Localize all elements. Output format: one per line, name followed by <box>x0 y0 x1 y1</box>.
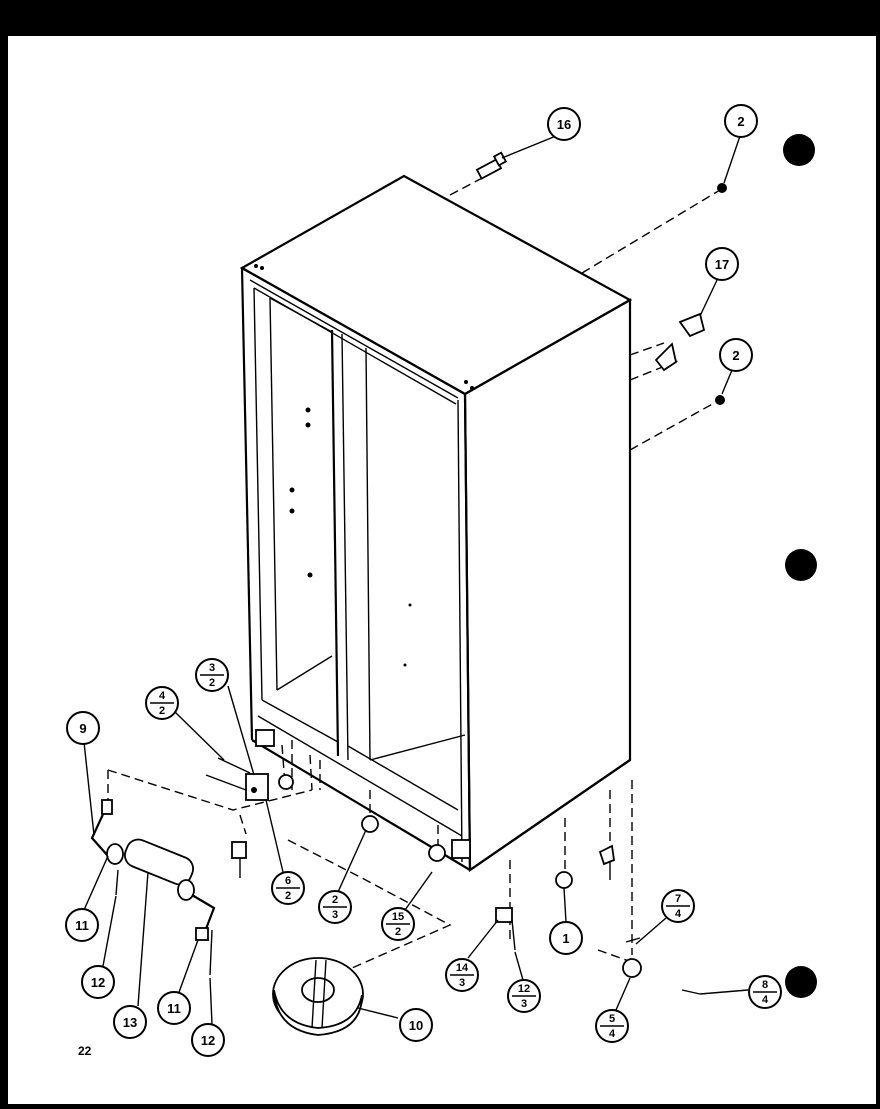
callout-12-right-label: 12 <box>201 1033 215 1048</box>
callout-9: 9 <box>66 711 100 745</box>
callout-2-top: 2 <box>724 104 758 138</box>
callout-8-over-4: 8 4 <box>748 975 782 1009</box>
callout-3-over-2: 3 2 <box>195 658 229 692</box>
page-number: 22 <box>78 1044 92 1058</box>
diagram-sheet <box>8 36 876 1104</box>
callout-16: 16 <box>547 107 581 141</box>
callout-7-4-bottom: 4 <box>675 908 682 920</box>
callout-15-over-2: 15 2 <box>381 907 415 941</box>
callout-10-label: 10 <box>409 1018 423 1033</box>
leader-lines <box>107 175 721 983</box>
callout-17-label: 17 <box>715 257 729 272</box>
callout-17: 17 <box>705 247 739 281</box>
callout-11-right: 11 <box>157 991 191 1025</box>
callout-1: 1 <box>549 921 583 955</box>
callout-6-2-top: 6 <box>285 875 291 887</box>
callout-12-3-top: 12 <box>518 983 530 995</box>
callout-6-over-2: 6 2 <box>271 871 305 905</box>
callout-14-3-bottom: 3 <box>459 977 465 989</box>
callout-11-left-label: 11 <box>75 918 89 933</box>
binder-hole-bottom <box>785 966 817 998</box>
callout-15-2-top: 15 <box>392 911 404 923</box>
callout-7-4-top: 7 <box>675 893 681 905</box>
callout-1-label: 1 <box>562 931 569 946</box>
callout-4-over-2: 4 2 <box>145 686 179 720</box>
callout-5-over-4: 5 4 <box>595 1009 629 1043</box>
callout-6-2-bottom: 2 <box>285 890 291 902</box>
callout-16-label: 16 <box>557 117 571 132</box>
callout-2-over-3: 2 3 <box>318 890 352 924</box>
callout-11-left: 11 <box>65 908 99 942</box>
binder-hole-top <box>783 134 815 166</box>
callout-12-3-bottom: 3 <box>521 998 527 1010</box>
callout-4-2-top: 4 <box>159 690 166 702</box>
callout-2-top-label: 2 <box>737 114 744 129</box>
callout-13-label: 13 <box>123 1015 137 1030</box>
callout-7-over-4: 7 4 <box>661 889 695 923</box>
callout-4-2-bottom: 2 <box>159 705 165 717</box>
callout-5-4-top: 5 <box>609 1013 615 1025</box>
callout-8-4-top: 8 <box>762 979 768 991</box>
cabinet <box>239 174 633 873</box>
callout-2-right-label: 2 <box>732 348 739 363</box>
callout-8-4-bottom: 4 <box>762 994 769 1006</box>
callout-15-2-bottom: 2 <box>395 926 401 938</box>
callout-14-over-3: 14 3 <box>445 958 479 992</box>
callout-12-right: 12 <box>191 1023 225 1057</box>
callout-2-3-bottom: 3 <box>332 909 338 921</box>
callout-3-2-bottom: 2 <box>209 677 215 689</box>
callout-2-3-top: 2 <box>332 894 338 906</box>
binder-hole-middle <box>785 549 817 581</box>
callout-2-right: 2 <box>719 338 753 372</box>
callout-9-label: 9 <box>79 721 86 736</box>
callout-12-left-label: 12 <box>91 975 105 990</box>
callout-12-over-3: 12 3 <box>507 979 541 1013</box>
callout-13: 13 <box>113 1005 147 1039</box>
parts <box>83 135 749 1036</box>
callout-3-2-top: 3 <box>209 662 215 674</box>
callout-10: 10 <box>399 1008 433 1042</box>
callout-5-4-bottom: 4 <box>609 1028 616 1040</box>
callout-12-left: 12 <box>81 965 115 999</box>
callout-14-3-top: 14 <box>456 962 469 974</box>
callout-11-right-label: 11 <box>167 1001 181 1016</box>
